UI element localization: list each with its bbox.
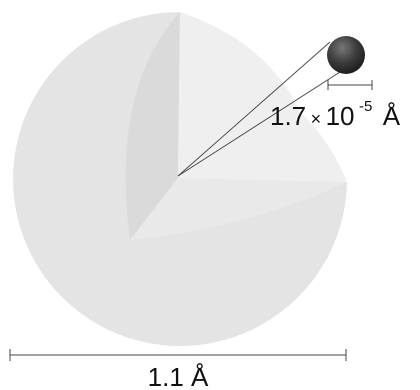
- sphere-cutaway-wall: [125, 12, 180, 240]
- nucleus-size-label: 1.7 × 10 -5 Å: [270, 98, 401, 131]
- atom-sphere: [13, 12, 347, 347]
- nucleus: [327, 36, 365, 74]
- zoom-line-top: [177, 41, 331, 177]
- nucleus-scale-bar: [327, 80, 373, 90]
- atom-scale-bar: [9, 349, 347, 361]
- atom-size-label: 1.1 Å: [148, 362, 209, 390]
- sphere-cutaway-side: [178, 12, 347, 182]
- zoom-line-bottom: [177, 71, 341, 177]
- sphere-cutaway-floor: [130, 178, 347, 240]
